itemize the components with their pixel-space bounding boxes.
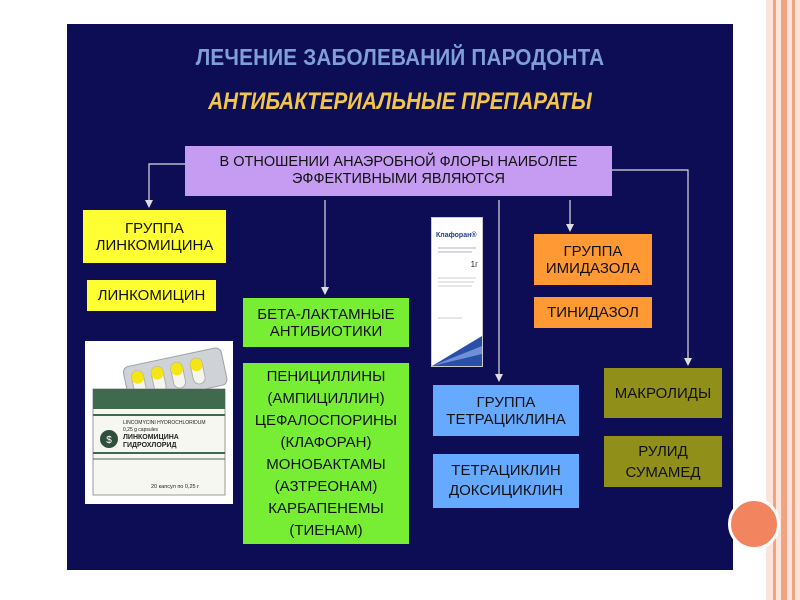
beta-lactam-list-box: ПЕНИЦИЛЛИНЫ (АМПИЦИЛЛИН) ЦЕФАЛОСПОРИНЫ (… <box>243 363 409 544</box>
claforan-box-illustration <box>432 247 482 366</box>
lincomycin-pack-label-top: LINCOMYCINI HYDROCHLORIDUM <box>123 420 206 426</box>
claforan-brand: Клафоран® <box>436 232 477 239</box>
slide: ЛЕЧЕНИЕ ЗАБОЛЕВАНИЙ ПАРОДОНТА АНТИБАКТЕР… <box>67 24 733 570</box>
tinidazole-box: ТИНИДАЗОЛ <box>534 297 652 328</box>
macrolides-box: МАКРОЛИДЫ <box>604 368 722 418</box>
lincomycin-package-illustration: $ <box>92 347 228 496</box>
lincomycin-box: ЛИНКОМИЦИН <box>87 280 216 311</box>
connector-arrows <box>145 163 692 382</box>
decorative-circle <box>728 498 780 550</box>
lincomycin-pack-count: 20 капсул по 0,25 г <box>151 484 200 490</box>
slide-subtitle: АНТИБАКТЕРИАЛЬНЫЕ ПРЕПАРАТЫ <box>208 88 592 115</box>
arrow-to-group-lincomycin <box>145 163 185 208</box>
claforan-dose: 1г <box>470 260 478 269</box>
group-lincomycin-box: ГРУППА ЛИНКОМИЦИНА <box>83 210 226 263</box>
group-imidazole-box: ГРУППА ИМИДАЗОЛА <box>534 234 652 285</box>
arrow-to-macrolides <box>612 169 692 366</box>
lincomycin-package-photo: $ LINCOMYCINI HYDROCHLORIDUM 0,25 g caps… <box>85 341 233 504</box>
tetracycline-list-box: ТЕТРАЦИКЛИН ДОКСИЦИКЛИН <box>433 454 579 508</box>
right-decorative-border <box>766 0 800 600</box>
lincomycin-pack-label-dose: 0,25 g capsules <box>123 427 159 433</box>
macrolides-list-box: РУЛИД СУМАМЕД <box>604 436 722 487</box>
beta-lactam-box: БЕТА-ЛАКТАМНЫЕ АНТИБИОТИКИ <box>243 298 409 347</box>
claforan-box-photo: Клафоран® 1г <box>431 217 483 367</box>
root-box: В ОТНОШЕНИИ АНАЭРОБНОЙ ФЛОРЫ НАИБОЛЕЕ ЭФ… <box>185 146 612 196</box>
slide-title: ЛЕЧЕНИЕ ЗАБОЛЕВАНИЙ ПАРОДОНТА <box>195 44 605 70</box>
svg-text:$: $ <box>106 435 112 446</box>
lincomycin-pack-name: ЛИНКОМИЦИНА ГИДРОХЛОРИД <box>123 434 179 449</box>
group-tetracycline-box: ГРУППА ТЕТРАЦИКЛИНА <box>433 385 579 436</box>
